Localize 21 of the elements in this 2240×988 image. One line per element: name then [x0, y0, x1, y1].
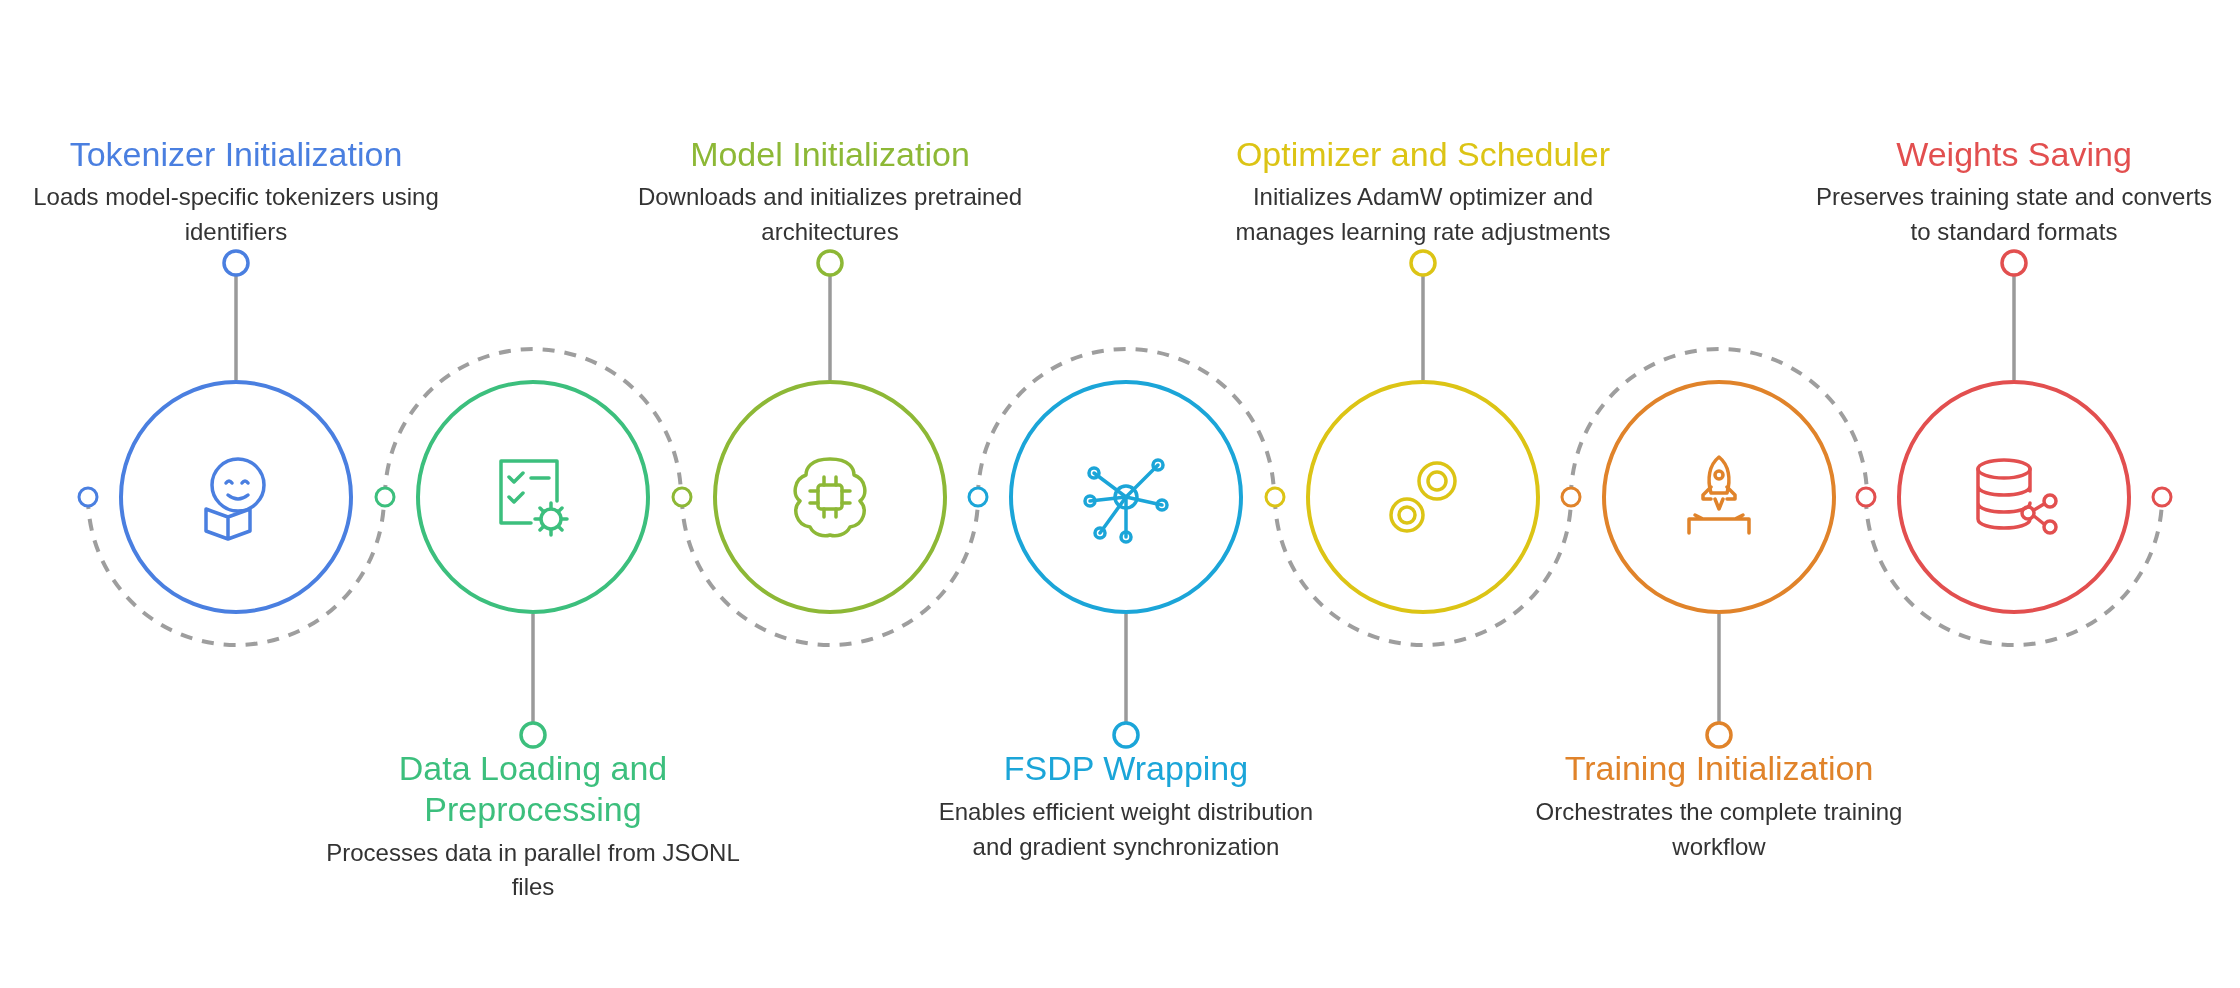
- leader-line: [519, 614, 547, 749]
- step-description: Initializes AdamW optimizer and manages learning rate adjustments: [1234, 182, 1612, 248]
- step-description: Downloads and initializes pretrained architectures: [636, 182, 1024, 248]
- step-title: Tokenizer Initialization: [68, 133, 404, 175]
- step-description: Enables efficient weight distribution and gradient synchronization: [937, 796, 1315, 862]
- leader-line: [816, 249, 844, 380]
- step-title: Weights Saving: [1895, 133, 2133, 175]
- step-description: Orchestrates the complete training workflow: [1534, 796, 1904, 862]
- step-title: FSDP Wrapping: [1002, 748, 1250, 789]
- step-title: Training Initialization: [1563, 748, 1875, 789]
- leader-line: [2000, 249, 2028, 380]
- leader-line: [1705, 614, 1733, 749]
- leader-line: [1112, 614, 1140, 749]
- step-title: Model Initialization: [689, 133, 971, 175]
- step-description: Loads model-specific tokenizers using identifiers: [32, 182, 440, 248]
- step-description: Processes data in parallel from JSONL files: [325, 837, 741, 903]
- step-title: Optimizer and Scheduler: [1234, 133, 1612, 175]
- leader-line: [222, 249, 250, 380]
- step-description: Preserves training state and converts to standard formats: [1814, 182, 2214, 248]
- leader-line: [1409, 249, 1437, 380]
- step-title: Data Loading and Preprocessing: [397, 748, 669, 830]
